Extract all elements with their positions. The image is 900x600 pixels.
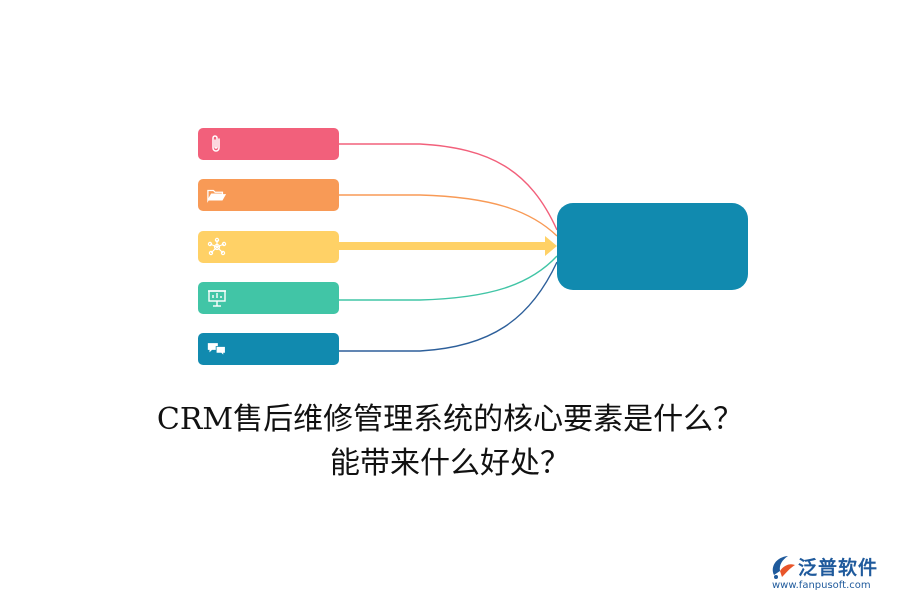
source-bar-paperclip [198,128,339,160]
source-bar-folder [198,179,339,211]
paperclip-icon [207,134,227,154]
fanpu-logo-icon [768,553,798,585]
folder-icon [207,185,227,205]
source-bar-network [198,231,339,263]
presentation-board-icon [207,288,227,308]
connector-line-1 [339,143,558,231]
page-title: CRM售后维修管理系统的核心要素是什么？ 能带来什么好处？ [0,398,900,486]
connector-line-4 [339,255,558,301]
source-bar-chat [198,333,339,365]
title-line-1: CRM售后维修管理系统的核心要素是什么？ [156,402,744,437]
target-box [557,203,748,290]
connector-line-2 [339,194,558,237]
chat-bubbles-icon [207,339,227,359]
title-line-2: 能带来什么好处？ [330,446,570,481]
connector-line-5 [339,261,558,352]
network-icon [207,237,227,257]
logo-url: www.fanpusoft.com [772,580,871,591]
logo-name: 泛普软件 [798,557,879,579]
source-bar-presentation [198,282,339,314]
connector-arrow [339,236,557,256]
brand-logo[interactable]: 泛普软件 www.fanpusoft.com [768,553,892,595]
